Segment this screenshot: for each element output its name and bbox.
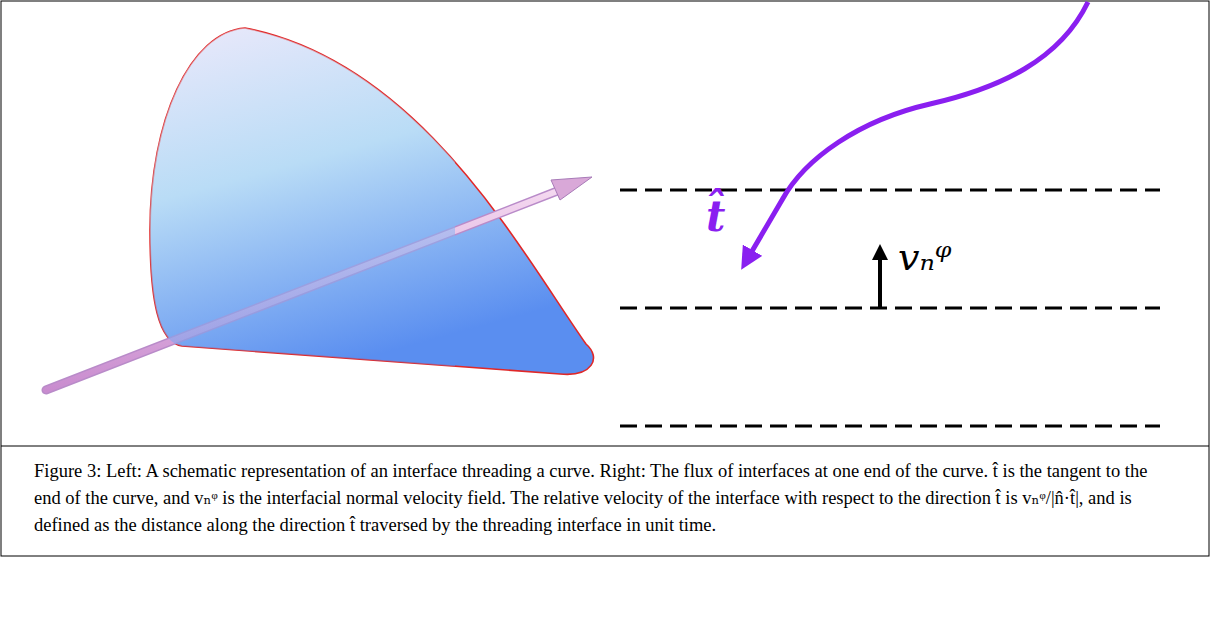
caption-divider	[1, 446, 1209, 447]
figure-caption: Figure 3: Left: A schematic representati…	[34, 458, 1174, 539]
surface-overlay	[150, 28, 455, 374]
tangent-label: t̂	[706, 196, 725, 238]
velocity-label: vₙᵠ	[898, 238, 952, 276]
figure-frame	[1, 1, 1209, 556]
tangent-curve	[748, 2, 1088, 258]
velocity-arrow	[878, 252, 882, 307]
interface-lines	[620, 190, 1160, 426]
